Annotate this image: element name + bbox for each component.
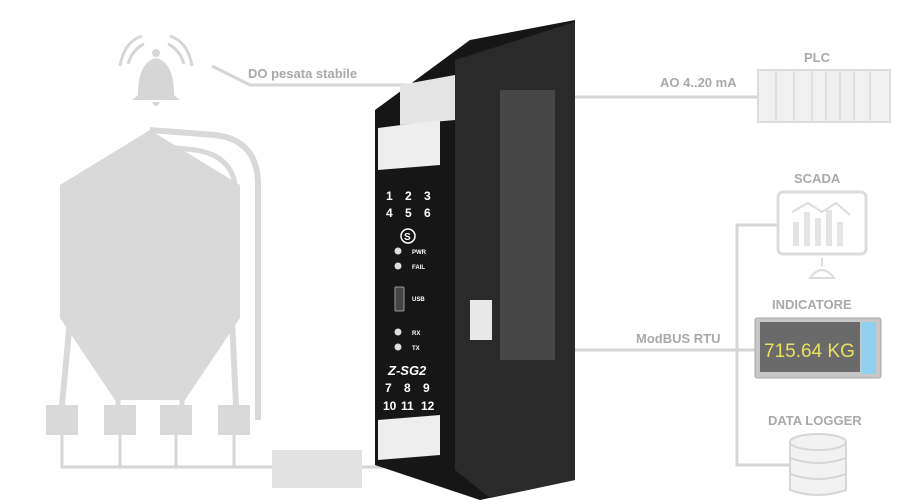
- terminal-number: 6: [424, 206, 431, 220]
- led-label-fail: FAIL: [412, 265, 425, 271]
- database-icon: [789, 433, 847, 496]
- usb-label: USB: [412, 297, 425, 303]
- load-cell-icon: [160, 405, 192, 435]
- junction-box-icon: [272, 450, 362, 488]
- indicator-label: INDICATORE: [772, 297, 852, 312]
- terminal-number: 5: [405, 206, 412, 220]
- terminal-number: 12: [421, 399, 435, 413]
- scada-monitor-icon: [776, 190, 868, 279]
- led-icon: [394, 247, 402, 255]
- terminal-number: 4: [386, 206, 393, 220]
- indicator-buttons: [862, 322, 876, 374]
- terminal-number: 7: [385, 381, 392, 395]
- data-logger-label: DATA LOGGER: [768, 413, 862, 428]
- terminal-number: 3: [424, 189, 431, 203]
- terminal-block-rear: [400, 75, 455, 125]
- line-digital-output: [211, 64, 420, 87]
- alarm-bell-icon: [118, 34, 194, 106]
- load-cell-icon: [104, 405, 136, 435]
- led-icon: [394, 343, 402, 351]
- digital-output-label: DO pesata stabile: [248, 66, 357, 81]
- led-label-rx: RX: [412, 331, 420, 337]
- led-label-tx: TX: [412, 346, 420, 352]
- side-sticker: [470, 300, 492, 340]
- device-model-label: Z-SG2: [387, 363, 427, 378]
- line-bus-trunk: [735, 223, 790, 467]
- plc-icon: [757, 69, 891, 123]
- weight-indicator: 715.64 KG: [754, 317, 882, 379]
- plc-label: PLC: [804, 50, 831, 65]
- terminal-number: 11: [401, 399, 414, 413]
- scada-label: SCADA: [794, 171, 841, 186]
- terminal-number: 2: [405, 189, 412, 203]
- led-icon: [394, 262, 402, 270]
- terminal-number: 1: [386, 189, 393, 203]
- led-icon: [394, 328, 402, 336]
- terminal-number: 9: [423, 381, 430, 395]
- modbus-label: ModBUS RTU: [636, 331, 721, 346]
- terminal-block-top: [378, 120, 440, 170]
- load-cell-icon: [46, 405, 78, 435]
- terminal-number: 8: [404, 381, 411, 395]
- terminal-block-bottom: [378, 415, 440, 460]
- usb-port: [394, 286, 405, 312]
- silo-icon: [46, 127, 261, 435]
- indicator-display: 715.64 KG: [764, 341, 855, 362]
- brand-logo-icon: [400, 228, 416, 244]
- brand-logo: S: [404, 232, 411, 243]
- load-cell-icon: [218, 405, 250, 435]
- terminal-number: 10: [383, 399, 397, 413]
- z-sg2-device: 1 2 3 4 5 6 7 8 9 10 11 12 Z-SG2 S PWR F…: [375, 20, 575, 500]
- analog-output-label: AO 4..20 mA: [660, 75, 737, 90]
- led-label-pwr: PWR: [412, 250, 427, 256]
- side-label-panel: [500, 90, 555, 360]
